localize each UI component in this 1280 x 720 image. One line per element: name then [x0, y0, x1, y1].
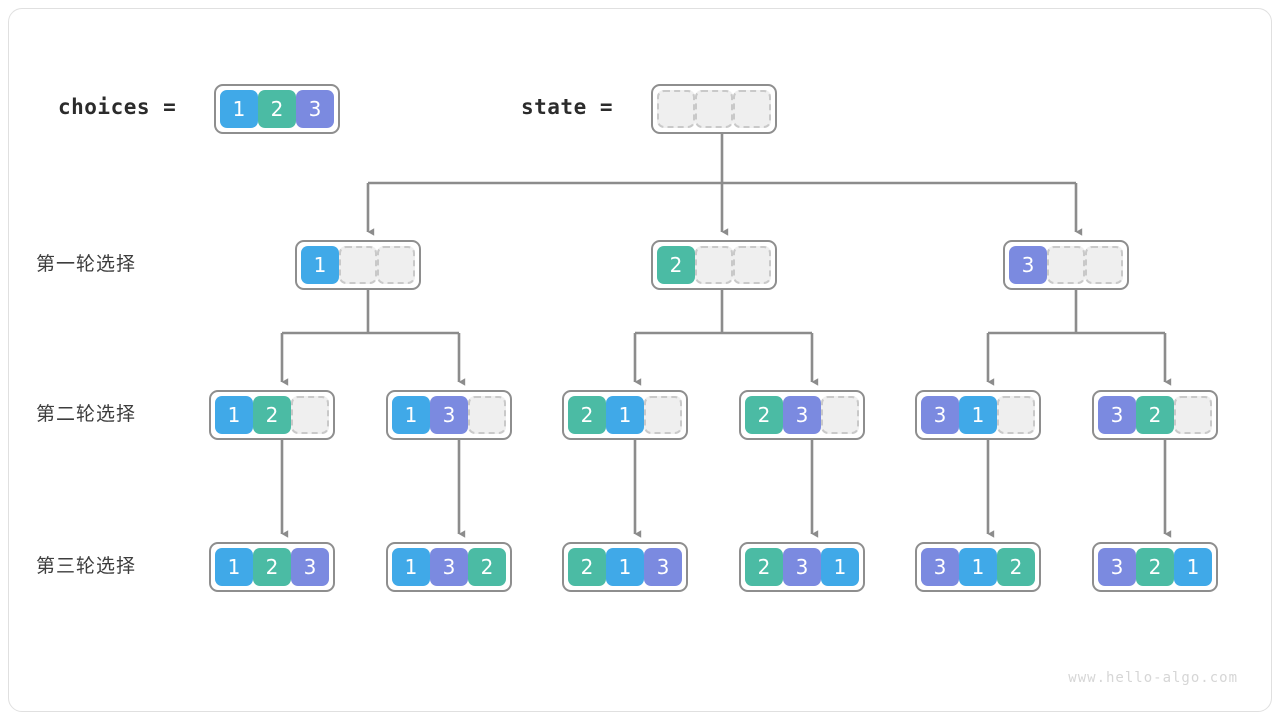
- cell-round-3-node-1-slot-3: 3: [291, 548, 329, 586]
- cell-round-1-node-2-slot-2: [695, 246, 733, 284]
- cell-round-3-node-5-slot-1: 3: [921, 548, 959, 586]
- cell-round-1-node-1-slot-2: [339, 246, 377, 284]
- cell-round-1-node-2-slot-1: 2: [657, 246, 695, 284]
- state-array-round-1-node-3: 3: [1003, 240, 1129, 290]
- diagram-frame: [8, 8, 1272, 712]
- row-label-round-3: 第三轮选择: [36, 555, 137, 577]
- state-cell-1: [657, 90, 695, 128]
- cell-round-2-node-6-slot-1: 3: [1098, 396, 1136, 434]
- cell-round-2-node-6-slot-3: [1174, 396, 1212, 434]
- cell-round-2-node-5-slot-3: [997, 396, 1035, 434]
- cell-round-2-node-5-slot-2: 1: [959, 396, 997, 434]
- cell-round-2-node-6-slot-2: 2: [1136, 396, 1174, 434]
- choices-cell-1: 1: [220, 90, 258, 128]
- cell-round-2-node-3-slot-2: 1: [606, 396, 644, 434]
- cell-round-2-node-3-slot-1: 2: [568, 396, 606, 434]
- cell-round-2-node-2-slot-2: 3: [430, 396, 468, 434]
- cell-round-3-node-5-slot-2: 1: [959, 548, 997, 586]
- cell-round-1-node-3-slot-1: 3: [1009, 246, 1047, 284]
- cell-round-2-node-3-slot-3: [644, 396, 682, 434]
- cell-round-3-node-1-slot-1: 1: [215, 548, 253, 586]
- cell-round-2-node-1-slot-2: 2: [253, 396, 291, 434]
- state-array: [651, 84, 777, 134]
- cell-round-3-node-6-slot-1: 3: [1098, 548, 1136, 586]
- cell-round-2-node-4-slot-2: 3: [783, 396, 821, 434]
- cell-round-1-node-3-slot-3: [1085, 246, 1123, 284]
- row-label-round-1: 第一轮选择: [36, 253, 137, 275]
- choices-cell-3: 3: [296, 90, 334, 128]
- cell-round-3-node-1-slot-2: 2: [253, 548, 291, 586]
- state-cell-3: [733, 90, 771, 128]
- cell-round-3-node-4-slot-1: 2: [745, 548, 783, 586]
- state-label: state =: [521, 95, 614, 119]
- cell-round-3-node-6-slot-3: 1: [1174, 548, 1212, 586]
- cell-round-2-node-2-slot-3: [468, 396, 506, 434]
- cell-round-3-node-5-slot-3: 2: [997, 548, 1035, 586]
- cell-round-2-node-1-slot-3: [291, 396, 329, 434]
- cell-round-3-node-3-slot-3: 3: [644, 548, 682, 586]
- cell-round-1-node-2-slot-3: [733, 246, 771, 284]
- choices-label: choices =: [58, 95, 177, 119]
- row-label-round-2: 第二轮选择: [36, 403, 137, 425]
- state-array-round-1-node-1: 1: [295, 240, 421, 290]
- cell-round-3-node-6-slot-2: 2: [1136, 548, 1174, 586]
- cell-round-2-node-1-slot-1: 1: [215, 396, 253, 434]
- cell-round-3-node-3-slot-2: 1: [606, 548, 644, 586]
- state-array-round-1-node-2: 2: [651, 240, 777, 290]
- cell-round-3-node-4-slot-3: 1: [821, 548, 859, 586]
- cell-round-3-node-3-slot-1: 2: [568, 548, 606, 586]
- cell-round-1-node-1-slot-3: [377, 246, 415, 284]
- cell-round-3-node-2-slot-3: 2: [468, 548, 506, 586]
- cell-round-3-node-2-slot-2: 3: [430, 548, 468, 586]
- cell-round-1-node-3-slot-2: [1047, 246, 1085, 284]
- cell-round-1-node-1-slot-1: 1: [301, 246, 339, 284]
- watermark: www.hello-algo.com: [1068, 670, 1238, 686]
- cell-round-2-node-4-slot-3: [821, 396, 859, 434]
- cell-round-2-node-4-slot-1: 2: [745, 396, 783, 434]
- cell-round-2-node-5-slot-1: 3: [921, 396, 959, 434]
- cell-round-3-node-2-slot-1: 1: [392, 548, 430, 586]
- state-cell-2: [695, 90, 733, 128]
- cell-round-3-node-4-slot-2: 3: [783, 548, 821, 586]
- cell-round-2-node-2-slot-1: 1: [392, 396, 430, 434]
- choices-cell-2: 2: [258, 90, 296, 128]
